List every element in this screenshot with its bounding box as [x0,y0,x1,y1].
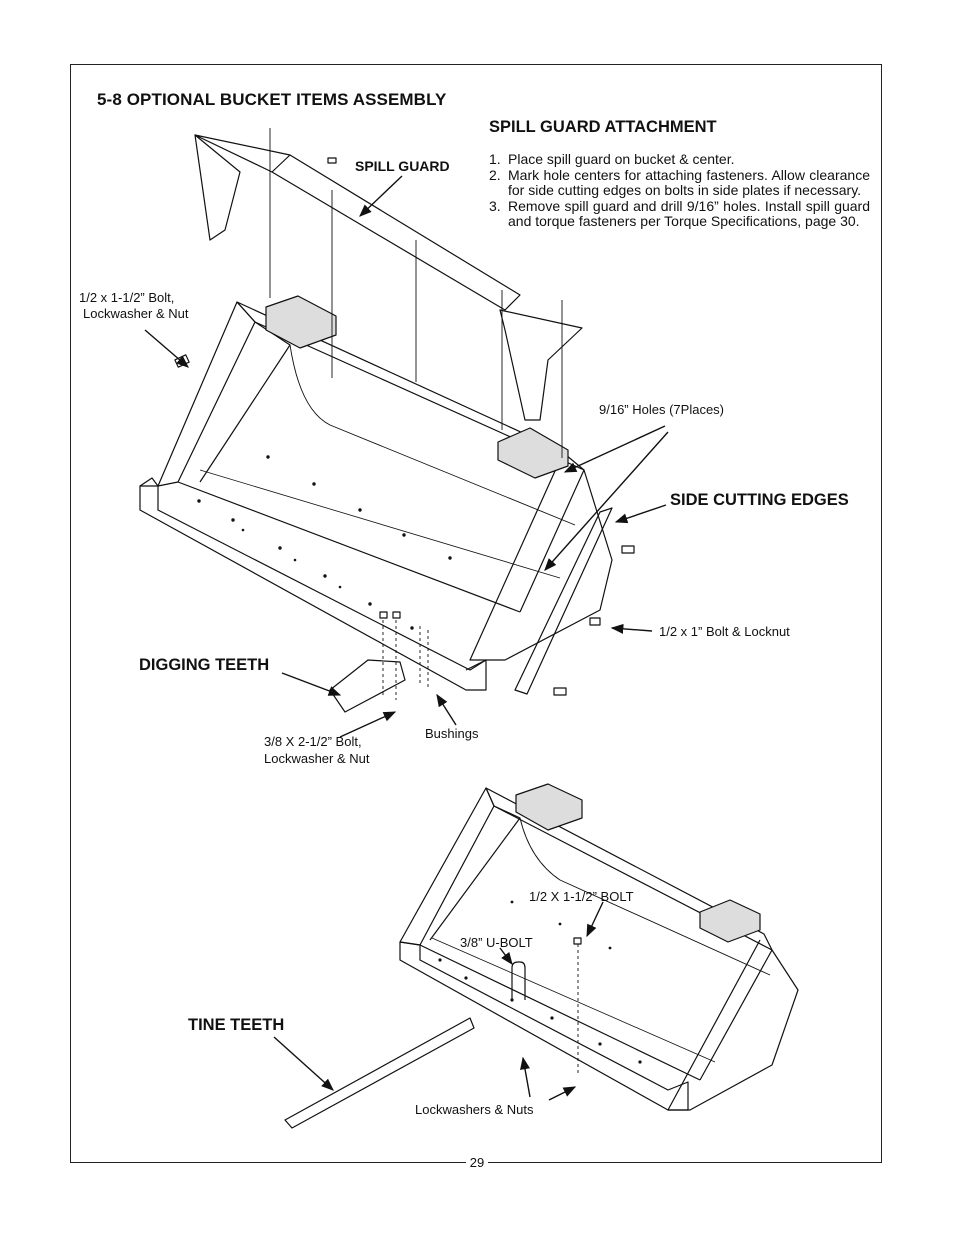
lower-bucket [399,783,799,1111]
upper-bucket [139,295,613,691]
instruction-step: 2. Mark hole centers for attaching faste… [489,166,870,199]
label-bolt-38-line2: Lockwasher & Nut [264,751,370,766]
lower-bolt [573,937,582,945]
digging-tooth [329,659,406,713]
instruction-step: 1. Place spill guard on bucket & center. [489,151,870,168]
step-number: 1. [489,151,501,167]
spill-guard [194,134,583,421]
label-lockwashers-nuts: Lockwashers & Nuts [415,1102,534,1117]
alignment-lines [269,128,563,458]
section-title: 5-8 OPTIONAL BUCKET ITEMS ASSEMBLY [97,90,447,109]
page-number: 29 [466,1155,488,1170]
bolt-dash-lines [382,620,429,700]
step-text: Place spill guard on bucket & center. [508,151,735,167]
arrows-upper [144,175,669,738]
label-holes: 9/16” Holes (7Places) [599,402,724,417]
label-side-cutting-edges: SIDE CUTTING EDGES [670,491,849,509]
label-bolt-upper: 1/2 X 1-1/2” BOLT [529,889,634,904]
label-digging-teeth: DIGGING TEETH [139,656,270,674]
step-number: 2. [489,166,501,183]
step-text: Mark hole centers for attaching fastener… [508,166,870,198]
step-number: 3. [489,197,501,214]
arrows-lower [273,901,604,1101]
side-cutting-edge [514,507,613,695]
step-text: Remove spill guard and drill 9/16” holes… [508,197,870,229]
label-bolt-line1: 1/2 x 1-1/2” Bolt, [79,290,175,305]
u-bolt [511,961,526,1000]
spill-guard-heading: SPILL GUARD ATTACHMENT [489,118,717,136]
instruction-step: 3. Remove spill guard and drill 9/16” ho… [489,197,870,230]
tine-tooth [284,1017,475,1129]
bolts [174,157,635,696]
label-bushings: Bushings [425,726,479,741]
label-ubolt: 3/8” U-BOLT [460,935,533,950]
spill-guard-instructions: 1. Place spill guard on bucket & center.… [489,151,870,230]
label-bolt-38-line1: 3/8 X 2-1/2” Bolt, [264,734,362,749]
label-bolt-line2: Lockwasher & Nut [83,306,189,321]
label-tine-teeth: TINE TEETH [188,1016,285,1034]
label-spill-guard: SPILL GUARD [355,158,450,174]
label-bolt-locknut: 1/2 x 1” Bolt & Locknut [659,624,790,639]
